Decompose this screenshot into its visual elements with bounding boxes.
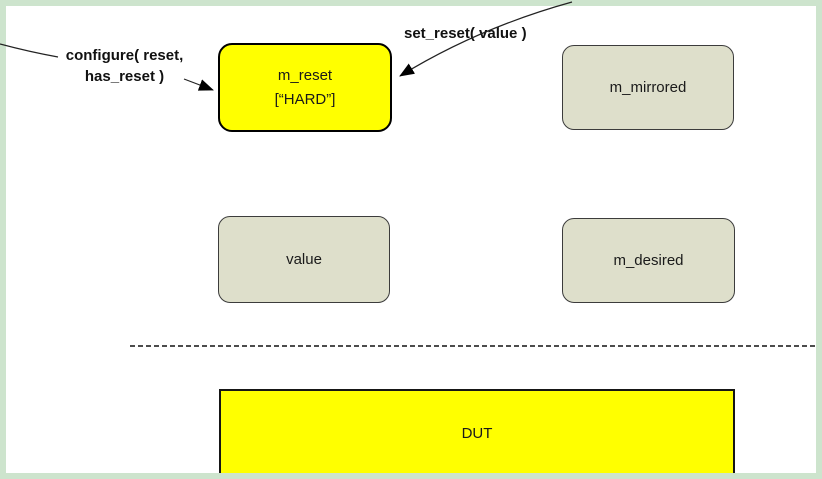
m-desired-box-label: m_desired <box>613 252 684 269</box>
m-desired-box: m_desired <box>562 218 735 303</box>
m-mirrored-box-label: m_mirrored <box>609 79 687 96</box>
m-reset-box-value: [“HARD”] <box>274 90 336 108</box>
set-reset-call-label: set_reset( value ) <box>404 25 527 42</box>
configure-leader-line <box>0 43 59 58</box>
configure-call-label-line1: configure( reset, <box>65 47 184 64</box>
dut-box: DUT <box>219 389 735 477</box>
value-box: value <box>218 216 390 303</box>
dut-box-label: DUT <box>461 424 493 442</box>
configure-call-label: configure( reset, has_reset ) <box>52 45 197 87</box>
m-reset-box: m_reset [“HARD”] <box>218 43 392 132</box>
m-mirrored-box: m_mirrored <box>562 45 734 130</box>
configure-call-label-line2: has_reset ) <box>84 68 165 85</box>
value-box-label: value <box>286 251 322 268</box>
m-reset-box-name: m_reset <box>277 66 333 84</box>
